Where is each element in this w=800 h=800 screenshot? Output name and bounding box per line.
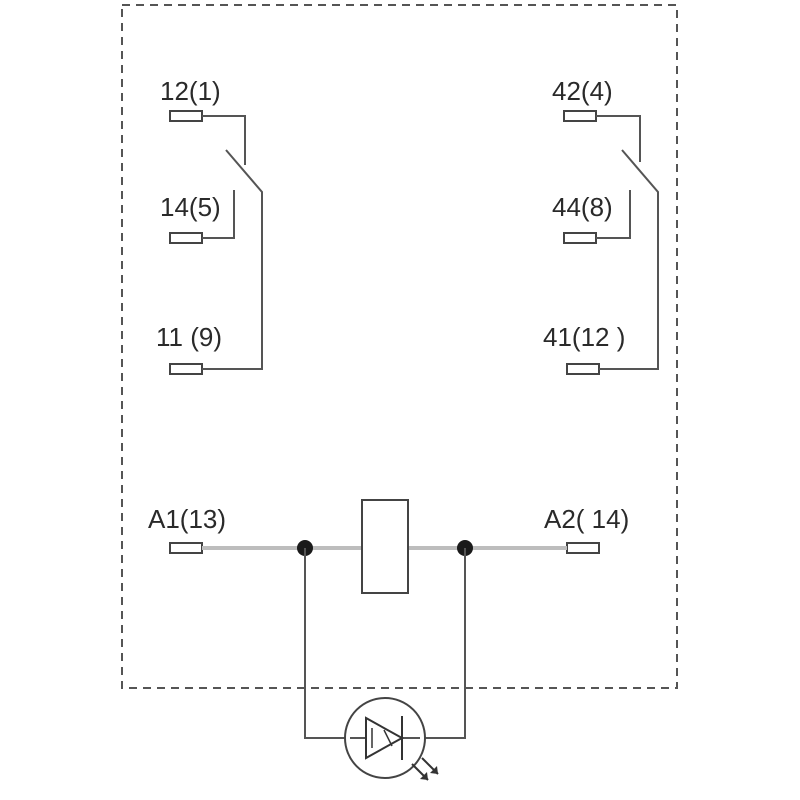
relay-coil	[361, 499, 409, 594]
terminal-14-5	[169, 232, 203, 244]
indicator-wire-right	[420, 548, 466, 739]
wire-14-5	[202, 190, 235, 239]
terminal-label-a2: A2( 14)	[544, 504, 629, 534]
terminal-12-1	[169, 110, 203, 122]
terminal-label-14-5: 14(5)	[160, 192, 221, 222]
indicator-wire-left	[304, 548, 350, 739]
terminal-42-4	[563, 110, 597, 122]
terminal-label-42-4: 42(4)	[552, 76, 613, 106]
terminal-label-a1: A1(13)	[148, 504, 226, 534]
switch-arm-left	[202, 149, 263, 370]
switch-arm-right	[599, 149, 659, 370]
terminal-label-11-9: 11 (9)	[156, 322, 222, 352]
coil-circuit: A1(13) A2( 14)	[148, 499, 629, 781]
wire-44-8	[596, 190, 631, 239]
terminal-a1	[169, 542, 203, 554]
terminal-a2	[566, 542, 600, 554]
terminal-11-9	[169, 363, 203, 375]
led-with-diode-icon	[344, 697, 439, 781]
relay-enclosure-dashed-border	[121, 4, 678, 689]
wire-42-4	[596, 115, 641, 162]
terminal-41-12	[566, 363, 600, 375]
terminal-label-12-1: 12(1)	[160, 76, 221, 106]
terminal-label-44-8: 44(8)	[552, 192, 613, 222]
wire-12-1	[202, 115, 246, 165]
left-contact-group: 12(1) 14(5) 11 (9)	[156, 76, 263, 375]
terminal-label-41-12: 41(12 )	[543, 322, 625, 352]
right-contact-group: 42(4) 44(8) 41(12 )	[543, 76, 659, 375]
terminal-44-8	[563, 232, 597, 244]
